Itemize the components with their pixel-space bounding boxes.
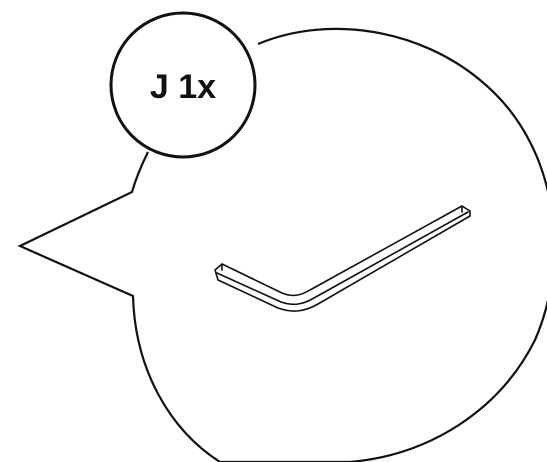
part-label: J 1x bbox=[150, 68, 216, 106]
callout-bubble bbox=[20, 29, 547, 462]
